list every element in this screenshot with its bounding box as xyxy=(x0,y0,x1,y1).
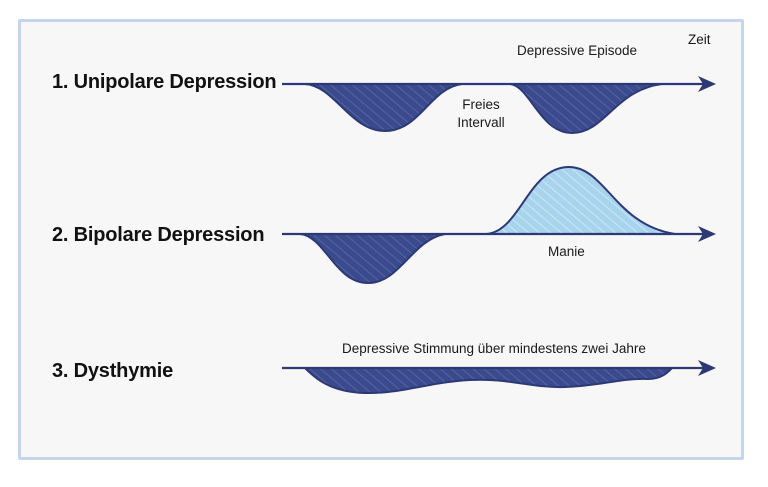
depressive-episode-2-trough xyxy=(509,83,663,135)
depressive-episode-1-trough xyxy=(304,83,463,133)
time-axis-3-arrowhead xyxy=(698,360,716,376)
mania-label: Manie xyxy=(548,244,585,259)
mania-peak xyxy=(485,165,676,235)
dysthymia-band xyxy=(302,367,675,395)
row-label-dysthymia: 3. Dysthymie xyxy=(52,360,173,382)
time-axis-2-arrowhead xyxy=(698,226,716,242)
row-label-bipolar: 2. Bipolare Depression xyxy=(52,224,265,246)
time-axis-label: Zeit xyxy=(688,32,711,47)
free-interval-line2: Intervall xyxy=(457,115,505,130)
depressive-episode-label: Depressive Episode xyxy=(517,43,638,58)
dysthymia-note: Depressive Stimmung über mindestens zwei… xyxy=(342,341,646,356)
time-axis-1-arrowhead xyxy=(698,76,716,92)
free-interval-label: Freies Intervall xyxy=(452,96,510,132)
depression-trough xyxy=(299,233,446,285)
free-interval-line1: Freies xyxy=(462,97,500,112)
row-label-unipolar: 1. Unipolare Depression xyxy=(52,71,277,93)
